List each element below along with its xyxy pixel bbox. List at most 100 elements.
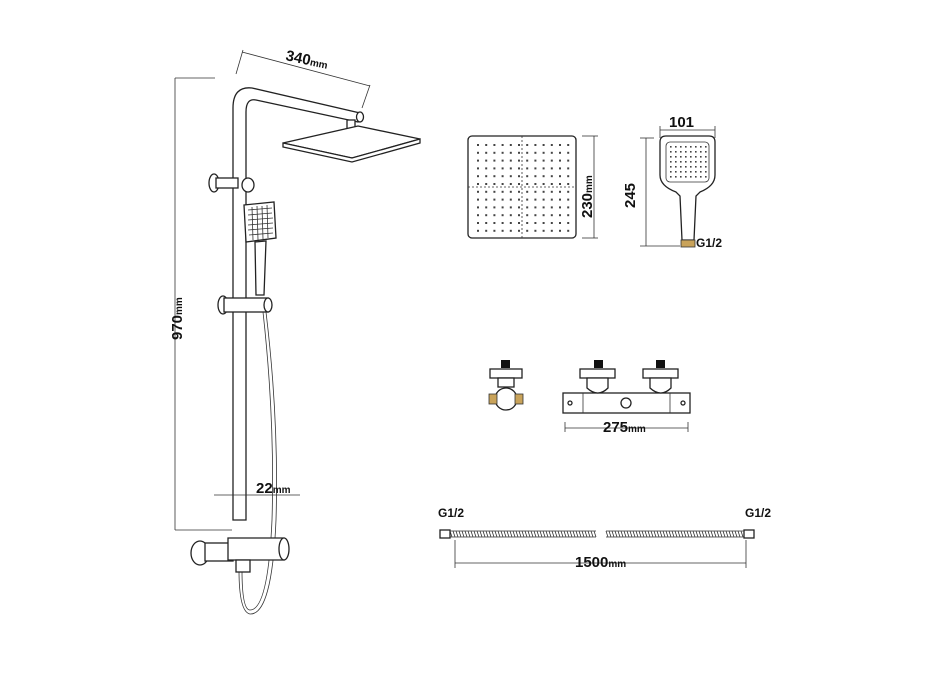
nozzle-dot: [477, 175, 479, 178]
nozzle-dot: [509, 175, 512, 178]
nozzle-dot: [477, 206, 479, 209]
nozzle-dot: [534, 222, 537, 224]
nozzle-dot: [501, 151, 504, 154]
nozzle-dot: [534, 206, 537, 209]
hose-length-label: 1500mm: [575, 554, 626, 571]
nozzle-dot: [493, 229, 496, 232]
nozzle-dot: [509, 198, 512, 201]
nozzle-dot: [550, 183, 553, 185]
nozzle-dot: [485, 175, 488, 178]
nozzle-dot: [493, 144, 496, 146]
nozzle-dot: [559, 198, 561, 201]
nozzle-dot: [567, 144, 570, 146]
nozzle-dot: [567, 198, 570, 201]
nozzle-dot: [501, 229, 504, 232]
nozzle-dot: [501, 183, 504, 185]
nozzle-dot: [534, 198, 537, 201]
handshower-thread-label: G1/2: [696, 236, 722, 250]
nozzle-dot: [518, 198, 520, 201]
nozzle-dot: [567, 175, 570, 178]
nozzle-dot: [526, 159, 529, 162]
nozzle-dot: [700, 151, 702, 153]
nozzle-dot: [526, 222, 529, 224]
nozzle-dot: [518, 222, 520, 224]
nozzle-dot: [670, 146, 672, 148]
nozzle-dot: [675, 171, 677, 173]
nozzle-dot: [518, 183, 520, 185]
nozzle-dot: [567, 159, 570, 162]
nozzle-dot: [542, 183, 545, 185]
nozzle-dot: [534, 151, 537, 154]
nozzle-dot: [705, 171, 707, 173]
nozzle-dot: [477, 190, 479, 193]
nozzle-dot: [685, 146, 687, 148]
nozzle-dot: [493, 183, 496, 185]
hose-thread-right-label: G1/2: [745, 506, 771, 520]
nozzle-dot: [700, 176, 702, 178]
nozzle-dot: [509, 190, 512, 193]
nozzle-dot: [685, 156, 687, 158]
nozzle-dot: [550, 206, 553, 209]
nozzle-dot: [493, 206, 496, 209]
nozzle-dot: [485, 183, 488, 185]
nozzle-dot: [675, 146, 677, 148]
nozzle-dot: [501, 175, 504, 178]
nozzle-dot: [695, 171, 697, 173]
nozzle-dot: [690, 146, 692, 148]
nozzle-dot: [700, 166, 702, 168]
nozzle-dot: [526, 206, 529, 209]
nozzle-dot: [485, 190, 488, 193]
nozzle-dot: [493, 214, 496, 217]
nozzle-dot: [485, 206, 488, 209]
nozzle-dot: [550, 214, 553, 217]
nozzle-dot: [559, 190, 561, 193]
nozzle-dot: [550, 167, 553, 170]
nozzle-dot: [690, 151, 692, 153]
nozzle-dot: [526, 144, 529, 146]
nozzle-dot: [501, 167, 504, 170]
nozzle-dot: [542, 229, 545, 232]
nozzle-dot: [550, 144, 553, 146]
mixer-width-label: 275mm: [603, 419, 646, 436]
nozzle-dot: [485, 167, 488, 170]
nozzle-dot: [526, 190, 529, 193]
nozzle-dot: [542, 175, 545, 178]
nozzle-dot: [695, 146, 697, 148]
nozzle-dot: [567, 229, 570, 232]
nozzle-dot: [559, 175, 561, 178]
nozzle-dot: [690, 171, 692, 173]
nozzle-dot: [509, 206, 512, 209]
nozzle-dot: [705, 156, 707, 158]
nozzle-dot: [705, 161, 707, 163]
nozzle-dot: [700, 146, 702, 148]
nozzle-dot: [477, 144, 479, 146]
nozzle-dot: [695, 156, 697, 158]
nozzle-dot: [559, 206, 561, 209]
nozzle-dot: [680, 171, 682, 173]
nozzle-dot: [509, 183, 512, 185]
nozzle-dot: [550, 151, 553, 154]
nozzle-dot: [695, 161, 697, 163]
nozzle-dot: [680, 166, 682, 168]
nozzle-dot: [685, 176, 687, 178]
nozzle-dot: [509, 159, 512, 162]
nozzle-dot: [526, 198, 529, 201]
nozzle-dot: [534, 190, 537, 193]
nozzle-dot: [567, 183, 570, 185]
nozzle-dot: [559, 214, 561, 217]
nozzle-dot: [493, 190, 496, 193]
height-dimension-label: 970mm: [169, 297, 186, 340]
nozzle-dot: [705, 166, 707, 168]
hose-thread-left-label: G1/2: [438, 506, 464, 520]
nozzle-dot: [675, 151, 677, 153]
nozzle-dot: [493, 222, 496, 224]
nozzle-dot: [477, 198, 479, 201]
nozzle-dot: [526, 167, 529, 170]
nozzle-dot: [534, 175, 537, 178]
nozzle-dot: [542, 144, 545, 146]
nozzle-dot: [550, 198, 553, 201]
mixer-side-view: [488, 360, 524, 411]
nozzle-dot: [542, 198, 545, 201]
nozzle-dot: [705, 176, 707, 178]
